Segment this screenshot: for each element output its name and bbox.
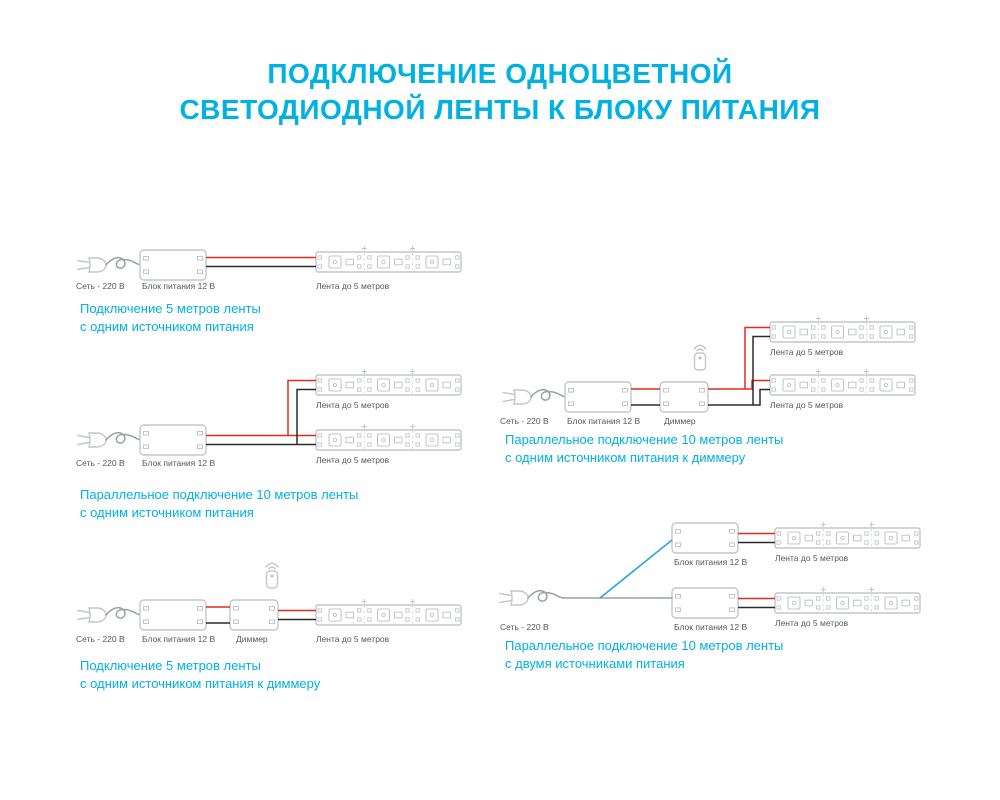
diagram-4-graphic xyxy=(502,315,916,413)
wire-negative xyxy=(631,335,770,406)
label-strip: Лента до 5 метров xyxy=(770,400,844,410)
caption-line: с одним источником питания к диммеру xyxy=(505,449,746,465)
led-strip xyxy=(315,368,462,396)
caption-diagram-3: Подключение 5 метров ленты с одним источ… xyxy=(80,657,320,692)
diagram-5-graphic xyxy=(499,521,921,619)
label-psu: Блок питания 12 В xyxy=(674,557,748,567)
label-strip: Лента до 5 метров xyxy=(316,281,390,291)
wire-negative xyxy=(206,388,316,446)
label-mains: Сеть - 220 В xyxy=(76,281,125,291)
wire-positive xyxy=(738,532,775,600)
label-mains: Сеть - 220 В xyxy=(500,416,549,426)
wire-branch-blue xyxy=(599,539,673,599)
caption-line: Параллельное подключение 10 метров ленты xyxy=(505,638,784,653)
label-strip: Лента до 5 метров xyxy=(775,553,849,563)
diagram-3-graphic xyxy=(77,562,462,631)
label-strip: Лента до 5 метров xyxy=(775,618,849,628)
wire-negative xyxy=(738,541,775,609)
label-mains: Сеть - 220 В xyxy=(76,458,125,468)
label-mains: Сеть - 220 В xyxy=(500,622,549,632)
plug-icon xyxy=(502,388,566,405)
caption-line: Подключение 5 метров ленты xyxy=(80,301,261,316)
caption-line: с одним источником питания xyxy=(80,504,254,520)
psu-box xyxy=(139,424,207,456)
led-strip xyxy=(315,423,462,451)
label-strip: Лента до 5 метров xyxy=(316,455,390,465)
led-strip xyxy=(769,368,916,396)
label-psu: Блок питания 12 В xyxy=(142,281,216,291)
psu-box xyxy=(671,522,739,554)
label-psu: Блок питания 12 В xyxy=(674,622,748,632)
title-line-1: ПОДКЛЮЧЕНИЕ ОДНОЦВЕТНОЙ xyxy=(267,58,733,89)
wire-negative xyxy=(206,618,316,624)
diagram-2-graphic xyxy=(77,368,462,456)
dimmer-box xyxy=(229,599,279,631)
title-line-2: СВЕТОДИОДНОЙ ЛЕНТЫ К БЛОКУ ПИТАНИЯ xyxy=(179,94,821,125)
label-strip: Лента до 5 метров xyxy=(770,347,844,357)
label-strip: Лента до 5 метров xyxy=(316,634,390,644)
plug-icon xyxy=(77,431,141,448)
label-psu: Блок питания 12 В xyxy=(142,458,216,468)
caption-line: с одним источником питания к диммеру xyxy=(80,675,321,691)
psu-box xyxy=(564,381,632,413)
led-strip xyxy=(774,521,921,549)
psu-box xyxy=(671,587,739,619)
caption-diagram-2: Параллельное подключение 10 метров ленты… xyxy=(80,486,358,521)
dimmer-box xyxy=(659,381,709,413)
label-psu: Блок питания 12 В xyxy=(142,634,216,644)
led-strip xyxy=(315,245,462,273)
plug-icon xyxy=(499,589,563,606)
led-strip xyxy=(774,586,921,614)
caption-line: с двумя источниками питания xyxy=(505,655,685,671)
diagram-1-graphic xyxy=(77,245,462,281)
caption-line: Параллельное подключение 10 метров ленты xyxy=(505,432,784,447)
wire-positive xyxy=(631,326,770,390)
page-title: ПОДКЛЮЧЕНИЕ ОДНОЦВЕТНОЙ СВЕТОДИОДНОЙ ЛЕН… xyxy=(0,56,1000,128)
remote-icon xyxy=(265,562,279,589)
caption-line: Параллельное подключение 10 метров ленты xyxy=(80,487,359,502)
caption-diagram-5: Параллельное подключение 10 метров ленты… xyxy=(505,637,783,672)
label-mains: Сеть - 220 В xyxy=(76,634,125,644)
wire-positive xyxy=(206,606,316,612)
caption-diagram-1: Подключение 5 метров ленты с одним источ… xyxy=(80,300,261,335)
plug-icon xyxy=(77,606,141,623)
led-strip xyxy=(315,598,462,626)
caption-line: Подключение 5 метров ленты xyxy=(80,658,261,673)
label-psu: Блок питания 12 В xyxy=(567,416,641,426)
caption-line: с одним источником питания xyxy=(80,318,254,334)
caption-diagram-4: Параллельное подключение 10 метров ленты… xyxy=(505,431,783,466)
label-strip: Лента до 5 метров xyxy=(316,400,390,410)
led-strip xyxy=(769,315,916,343)
label-dimmer: Диммер xyxy=(236,634,268,644)
label-dimmer: Диммер xyxy=(664,416,696,426)
remote-icon xyxy=(693,344,707,371)
psu-box xyxy=(139,599,207,631)
psu-box xyxy=(139,249,207,281)
plug-icon xyxy=(77,256,141,273)
